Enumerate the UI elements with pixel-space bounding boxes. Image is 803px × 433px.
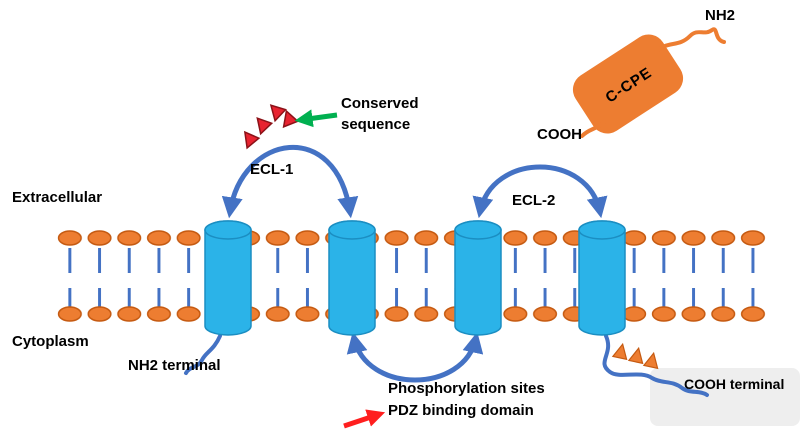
cooh-label: COOH bbox=[537, 126, 582, 143]
cooh-tail bbox=[602, 334, 709, 397]
nh2-terminal-label: NH2 terminal bbox=[128, 357, 221, 374]
cytoplasm-label: Cytoplasm bbox=[12, 333, 89, 350]
c-cpe-domain: C-CPE bbox=[572, 34, 684, 134]
conserved-triangle-icon bbox=[269, 104, 287, 123]
watermark-blur bbox=[650, 368, 800, 426]
ecl2-label: ECL-2 bbox=[512, 192, 555, 209]
pdz-binding-domain-label: PDZ binding domain bbox=[388, 402, 534, 419]
conserved-sequence-label-line2: sequence bbox=[341, 116, 410, 133]
intracellular-loop bbox=[346, 331, 484, 383]
transmembrane-domain-2 bbox=[328, 220, 376, 336]
red-pointer-arrow-icon bbox=[343, 409, 386, 429]
conserved-sequence-label-line1: Conserved bbox=[341, 95, 419, 112]
phosphorylation-triangle-icon bbox=[611, 342, 628, 361]
phosphorylation-triangle-icon bbox=[642, 351, 659, 370]
phosphorylation-sites-label: Phosphorylation sites bbox=[388, 380, 545, 397]
ccpe-cooh-linker bbox=[580, 120, 606, 138]
phosphorylation-site-markers bbox=[611, 342, 659, 370]
ecl2-loop bbox=[472, 164, 608, 219]
ecl1-loop bbox=[221, 144, 359, 219]
nh2-label: NH2 bbox=[705, 7, 735, 24]
green-pointer-arrow-icon bbox=[294, 109, 338, 128]
cooh-terminal-label: COOH terminal bbox=[684, 376, 784, 392]
conserved-triangle-icon bbox=[256, 117, 274, 136]
conserved-triangle-icon bbox=[282, 109, 300, 129]
transmembrane-domain-1 bbox=[204, 220, 252, 336]
conserved-triangle-icon bbox=[243, 130, 261, 150]
transmembrane-domain-4 bbox=[578, 220, 626, 336]
transmembrane-domain-3 bbox=[454, 220, 502, 336]
lipid-bilayer bbox=[55, 228, 768, 322]
ccpe-nh2-linker bbox=[654, 27, 726, 54]
conserved-sequence-markers bbox=[243, 104, 300, 150]
ecl1-label: ECL-1 bbox=[250, 161, 293, 178]
phosphorylation-triangle-icon bbox=[627, 346, 644, 365]
nh2-tail bbox=[184, 334, 222, 375]
extracellular-label: Extracellular bbox=[12, 189, 102, 206]
